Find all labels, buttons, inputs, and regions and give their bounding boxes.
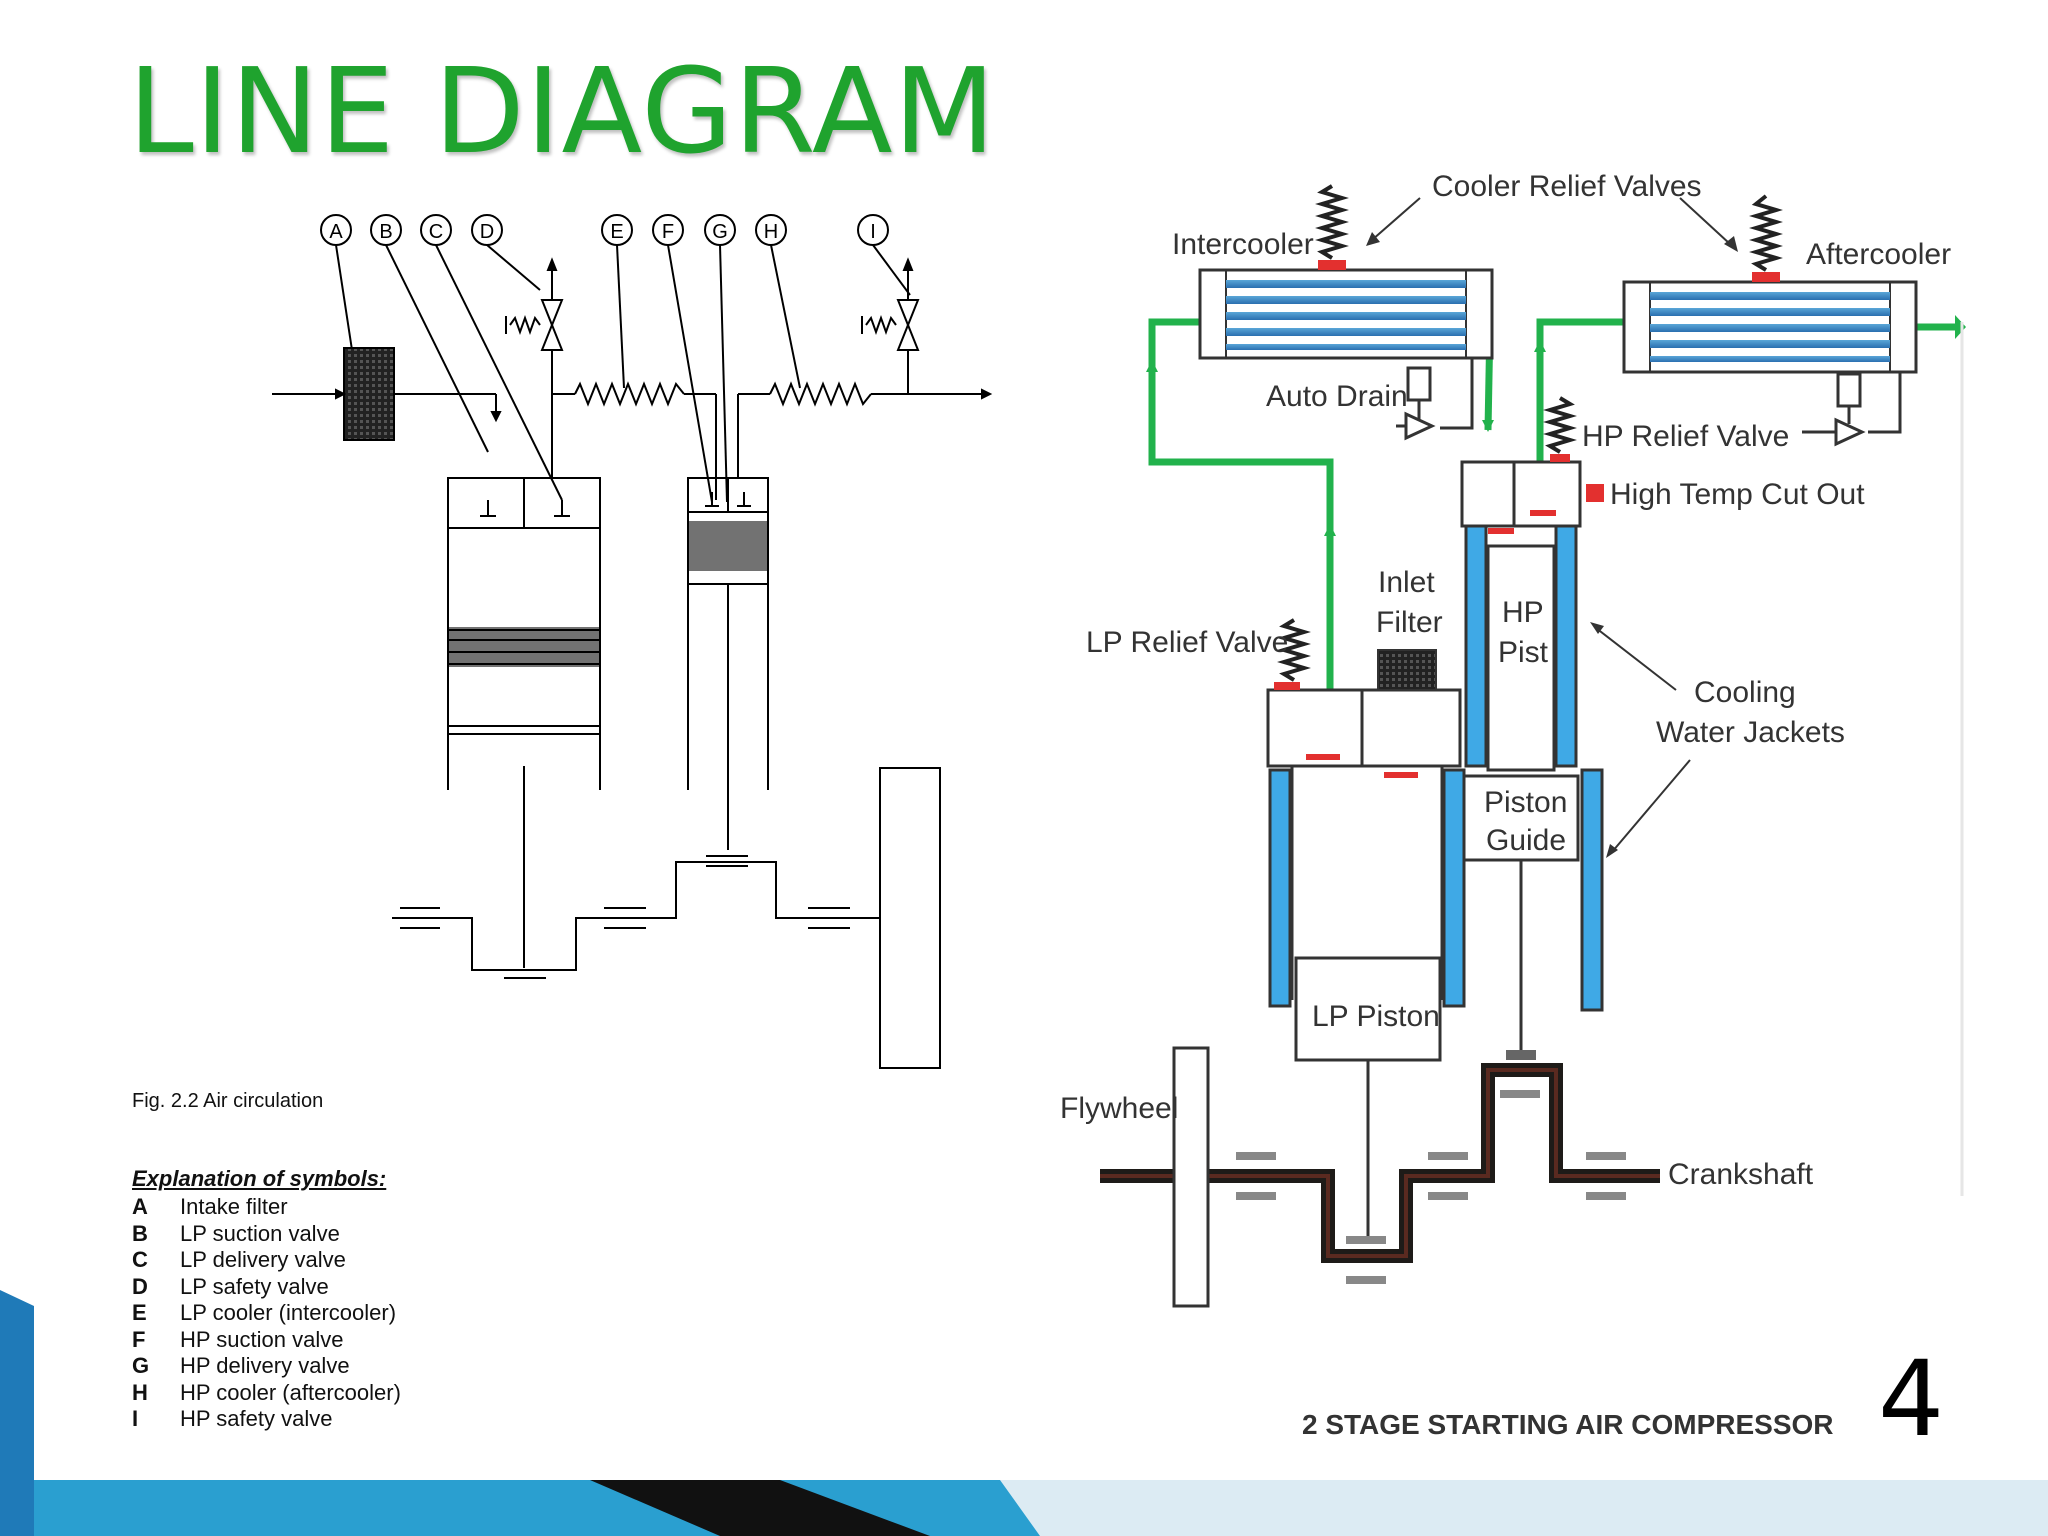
- intercooler-unit: [1198, 184, 1494, 360]
- legend-text: HP safety valve: [180, 1406, 333, 1432]
- lp-piston: [1294, 956, 1442, 1062]
- legend-row: A Intake filter: [132, 1194, 401, 1221]
- legend-key: G: [132, 1353, 150, 1379]
- high-temp-cut-out-marker: [1586, 484, 1604, 502]
- label-piston: Piston: [1484, 786, 1567, 819]
- label-crankshaft: Crankshaft: [1668, 1158, 1814, 1191]
- legend-key: E: [132, 1300, 147, 1326]
- slide-title: LINE DIAGRAM: [128, 42, 997, 180]
- symbol-label-h: H: [764, 221, 778, 243]
- symbol-circle-g: G: [704, 214, 736, 246]
- legend-key: F: [132, 1326, 146, 1352]
- symbol-circle-e: E: [601, 214, 633, 246]
- label-water-jackets: Water Jackets: [1656, 716, 1845, 749]
- legend-text: Intake filter: [180, 1194, 288, 1220]
- label-aftercooler: Aftercooler: [1806, 238, 1951, 271]
- label-hp-relief-valve: HP Relief Valve: [1582, 420, 1789, 453]
- label-auto-drain: Auto Drain: [1266, 380, 1408, 413]
- figure-caption: Fig. 2.2 Air circulation: [132, 1090, 324, 1112]
- crankshaft-line: [392, 767, 941, 1069]
- symbol-circle-i: I: [857, 214, 889, 246]
- label-high-temp-cut-out: High Temp Cut Out: [1610, 478, 1865, 511]
- legend-row: C LP delivery valve: [132, 1247, 401, 1274]
- slide-decoration: [0, 1290, 2048, 1536]
- flywheel: [1172, 1046, 1210, 1308]
- symbol-circle-h: H: [755, 214, 787, 246]
- symbol-label-c: C: [429, 221, 443, 243]
- lp-cooler-coil: [574, 381, 685, 407]
- air-circulation-diagram: A B C D E F G H I: [272, 214, 993, 1069]
- label-lp-piston: LP Piston: [1312, 1000, 1440, 1033]
- symbol-circle-d: D: [471, 214, 503, 246]
- intake-filter: [343, 347, 395, 441]
- hp-cylinder: [687, 477, 769, 850]
- legend-text: LP delivery valve: [180, 1247, 346, 1273]
- label-filter: Filter: [1376, 606, 1443, 639]
- symbol-label-b: B: [379, 221, 392, 243]
- symbol-label-d: D: [480, 221, 494, 243]
- hp-cylinder-head: [1460, 460, 1582, 528]
- legend-row: I HP safety valve: [132, 1406, 401, 1433]
- hp-relief-spring: [1543, 396, 1577, 454]
- symbol-circle-b: B: [370, 214, 402, 246]
- compressor-schematic: Cooler Relief Valves Intercooler Afterco…: [1060, 170, 1966, 1440]
- label-flywheel: Flywheel: [1060, 1092, 1178, 1125]
- symbol-circle-c: C: [420, 214, 452, 246]
- legend-text: LP safety valve: [180, 1273, 329, 1299]
- label-cooling: Cooling: [1694, 676, 1796, 709]
- auto-drain-intercooler: [1396, 358, 1474, 441]
- legend-row: G HP delivery valve: [132, 1353, 401, 1380]
- schematic-caption: 2 STAGE STARTING AIR COMPRESSOR: [1302, 1409, 1834, 1440]
- lp-cylinder-head: [1266, 688, 1462, 768]
- hp-safety-valve: [861, 257, 920, 394]
- symbol-label-f: F: [662, 221, 674, 243]
- auto-drain-aftercooler: [1802, 372, 1902, 447]
- label-pist: Pist: [1498, 636, 1549, 669]
- label-intercooler: Intercooler: [1172, 228, 1314, 261]
- legend-text: HP cooler (aftercooler): [180, 1379, 401, 1405]
- crankshaft: [1100, 1063, 1660, 1284]
- legend-title: Explanation of symbols:: [132, 1166, 387, 1191]
- legend-row: E LP cooler (intercooler): [132, 1300, 401, 1327]
- symbol-legend: Explanation of symbols: A Intake filter B…: [132, 1166, 401, 1433]
- legend-row: B LP suction valve: [132, 1221, 401, 1248]
- aftercooler-unit: [1622, 194, 1918, 374]
- hp-cooler-coil: [769, 381, 872, 407]
- label-guide: Guide: [1486, 824, 1566, 857]
- legend-key: D: [132, 1273, 148, 1299]
- page-number: 4: [1878, 1338, 1945, 1460]
- legend-key: B: [132, 1220, 148, 1246]
- inlet-filter: [1377, 649, 1437, 691]
- symbol-circle-a: A: [320, 214, 352, 246]
- symbol-label-a: A: [329, 221, 343, 243]
- symbol-label-i: I: [870, 221, 876, 243]
- legend-row: H HP cooler (aftercooler): [132, 1380, 401, 1407]
- schematic-labels: Cooler Relief Valves Intercooler Afterco…: [1060, 170, 1951, 1440]
- lp-cylinder: [447, 477, 601, 968]
- legend-key: I: [132, 1406, 139, 1432]
- symbol-label-e: E: [610, 221, 623, 243]
- legend-key: H: [132, 1379, 148, 1405]
- hp-piston: [1486, 544, 1556, 772]
- lp-safety-valve: [505, 257, 564, 394]
- label-inlet: Inlet: [1378, 566, 1435, 599]
- label-hp: HP: [1502, 596, 1544, 629]
- label-cooler-relief-valves: Cooler Relief Valves: [1432, 170, 1702, 203]
- legend-key: A: [132, 1194, 148, 1220]
- legend-row: D LP safety valve: [132, 1274, 401, 1301]
- lp-relief-spring: [1277, 618, 1311, 682]
- legend-text: LP suction valve: [180, 1220, 340, 1246]
- label-lp-relief-valve: LP Relief Valve: [1086, 626, 1288, 659]
- flywheel-left: [879, 767, 941, 1069]
- legend-text: LP cooler (intercooler): [180, 1300, 397, 1326]
- symbol-label-g: G: [712, 221, 728, 243]
- symbol-circle-f: F: [652, 214, 684, 246]
- legend-key: C: [132, 1247, 148, 1273]
- legend-row: F HP suction valve: [132, 1327, 401, 1354]
- legend-text: HP suction valve: [180, 1326, 344, 1352]
- legend-text: HP delivery valve: [180, 1353, 350, 1379]
